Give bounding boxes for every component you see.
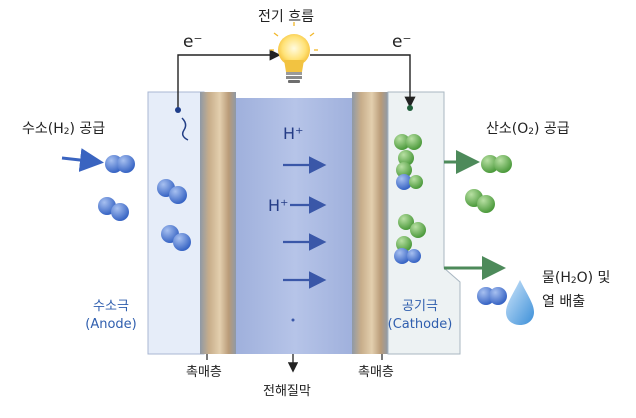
proton-label-2: H⁺ <box>268 196 289 215</box>
cathode-english: (Cathode) <box>387 317 453 332</box>
water-molecule-2 <box>394 236 421 264</box>
hydrogen-input-arrow <box>61 148 104 172</box>
catalyst-layer-left <box>200 92 236 354</box>
anode-label: 수소극 (Anode) <box>76 298 146 334</box>
wire-node-right <box>407 105 413 111</box>
wire-right <box>310 54 416 108</box>
electrolyte-label: 전해질막 <box>263 384 311 399</box>
water-molecule-1 <box>396 174 423 190</box>
water-output-label: 물(H2O) 및 열 배출 <box>542 270 611 310</box>
catalyst-label-left: 촉매층 <box>186 365 222 380</box>
cathode-label: 공기극 (Cathode) <box>382 298 458 334</box>
catalyst-layer-right <box>352 92 388 354</box>
proton-label-1: H⁺ <box>283 124 304 143</box>
oxygen-molecule-outside-1 <box>481 155 512 173</box>
anode-electron-swirl <box>181 117 189 141</box>
anode-english: (Anode) <box>85 317 137 332</box>
anode-name: 수소극 <box>93 299 129 314</box>
wire-node-left <box>175 107 181 113</box>
oxygen-supply-label: 산소(O2) 공급 <box>486 121 570 137</box>
water-droplet-icon <box>506 280 534 325</box>
electrolyte-dot <box>291 318 295 322</box>
anode-chamber <box>147 91 205 355</box>
electric-flow-title: 전기 흐름 <box>258 9 314 25</box>
hydrogen-molecule-3 <box>157 179 187 204</box>
oxygen-molecule-outside-2 <box>465 189 495 213</box>
hydrogen-molecule-1 <box>105 155 135 173</box>
oxygen-molecule-1 <box>394 134 422 150</box>
wire-left <box>177 49 281 110</box>
oxygen-molecule-2 <box>396 150 414 178</box>
water-molecule-outside <box>477 287 507 305</box>
electrolyte-membrane <box>236 98 354 354</box>
electron-label-right: e⁻ <box>392 32 412 52</box>
oxygen-molecule-3 <box>398 214 426 238</box>
electron-label-left: e⁻ <box>183 32 203 52</box>
hydrogen-molecule-2 <box>98 197 129 221</box>
hydrogen-molecule-4 <box>161 225 191 251</box>
hydrogen-supply-label: 수소(H2) 공급 <box>22 121 106 137</box>
cathode-name: 공기극 <box>402 299 438 314</box>
light-bulb-icon <box>270 22 318 83</box>
catalyst-label-right: 촉매층 <box>358 365 394 380</box>
